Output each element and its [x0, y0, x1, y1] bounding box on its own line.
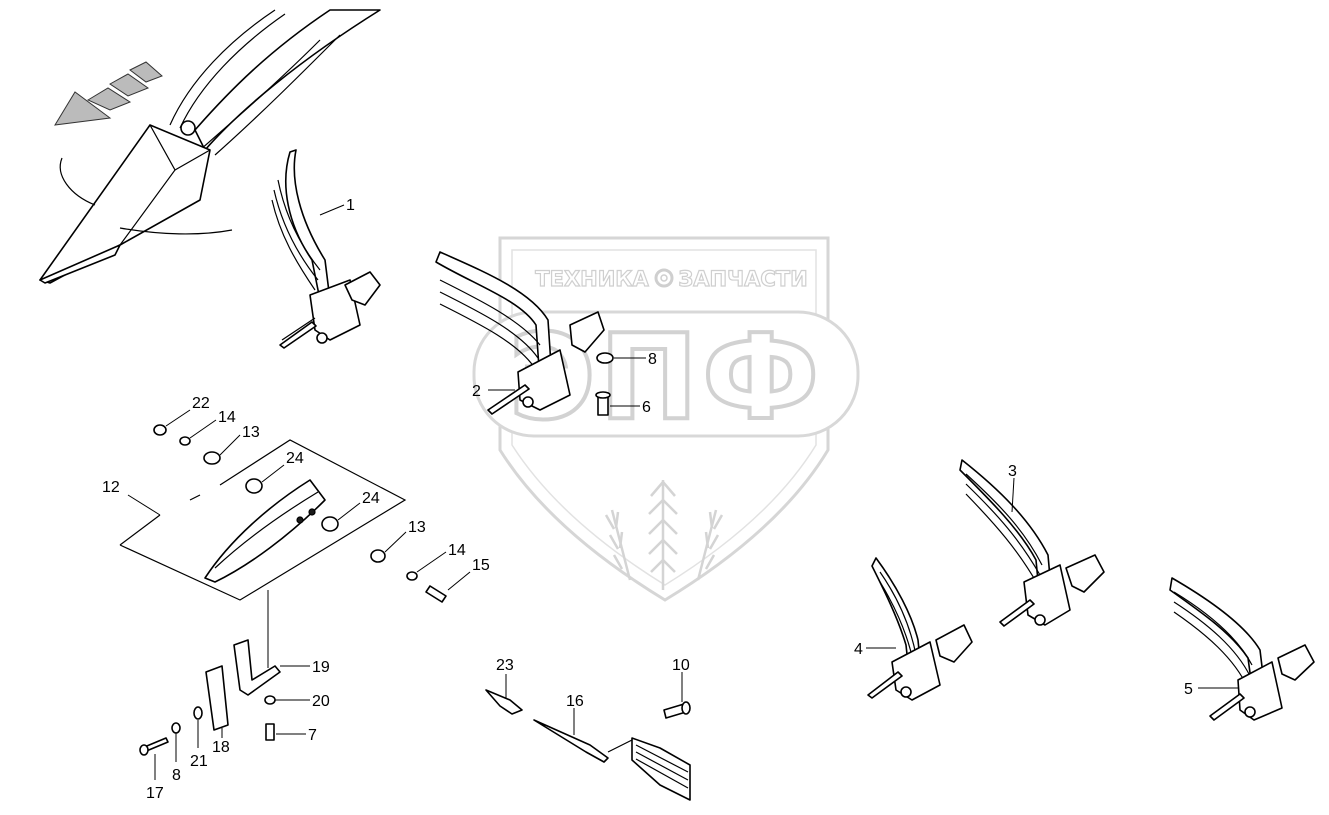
callout-5: 5 [1184, 681, 1193, 698]
bushing-24-a [245, 478, 263, 494]
callout-8-b: 8 [172, 767, 181, 784]
callout-19: 19 [312, 659, 330, 676]
washer-20 [264, 695, 276, 705]
watermark-text-left: ТЕХНИКА [535, 267, 649, 291]
lifter-end-bottom [607, 737, 691, 801]
callout-6: 6 [642, 399, 651, 416]
callout-14-a: 14 [218, 409, 236, 426]
callout-10: 10 [672, 657, 690, 674]
part-3-lifter [959, 459, 1105, 627]
bolt-10 [663, 701, 691, 719]
washer-8-b [171, 722, 181, 734]
watermark-text-right: ЗАПЧАСТИ [678, 267, 807, 291]
watermark-shield: ТЕХНИКА ЗАПЧАСТИ ЭПФ [472, 236, 860, 602]
nut-13-b [370, 549, 386, 563]
callout-13-b: 13 [408, 519, 426, 536]
part-5-lifter [1169, 577, 1315, 721]
washer-14-b [406, 571, 418, 581]
bracket-19 [233, 639, 281, 696]
callout-22: 22 [192, 395, 210, 412]
callout-3: 3 [1008, 463, 1017, 480]
guard-12 [204, 479, 326, 583]
callout-15: 15 [472, 557, 490, 574]
bolt-6 [595, 391, 611, 416]
divider-assembly [39, 9, 381, 284]
callout-13-a: 13 [242, 424, 260, 441]
direction-arrow-icon [54, 91, 112, 126]
callout-20: 20 [312, 693, 330, 710]
callout-16: 16 [566, 693, 584, 710]
callout-21: 21 [190, 753, 208, 770]
nut-13-a [203, 451, 221, 465]
callout-12: 12 [102, 479, 120, 496]
wheat-icon [604, 480, 724, 590]
bolt-15 [425, 585, 447, 603]
callout-24-a: 24 [286, 450, 304, 467]
callout-17: 17 [146, 785, 164, 802]
tip-23 [485, 689, 523, 715]
part-1-lifter [271, 149, 381, 349]
callout-1: 1 [346, 197, 355, 214]
washer-14-a [179, 436, 191, 446]
washer-21 [193, 706, 203, 720]
washer-8 [596, 352, 614, 364]
bolt-7 [265, 723, 275, 741]
callout-24-b: 24 [362, 490, 380, 507]
callout-23: 23 [496, 657, 514, 674]
plate-18 [205, 665, 229, 731]
gear-icon [654, 268, 674, 288]
callout-8-a: 8 [648, 351, 657, 368]
part-4-lifter [867, 557, 973, 701]
callout-7: 7 [308, 727, 317, 744]
part-2-lifter [435, 251, 605, 415]
callout-14-b: 14 [448, 542, 466, 559]
nut-22 [153, 424, 167, 436]
assembly-12-frame [119, 439, 407, 601]
finger-16 [533, 719, 609, 763]
bolt-17 [139, 737, 169, 756]
bushing-24-b [321, 516, 339, 532]
callout-2: 2 [472, 383, 481, 400]
callout-18: 18 [212, 739, 230, 756]
callout-4: 4 [854, 641, 863, 658]
